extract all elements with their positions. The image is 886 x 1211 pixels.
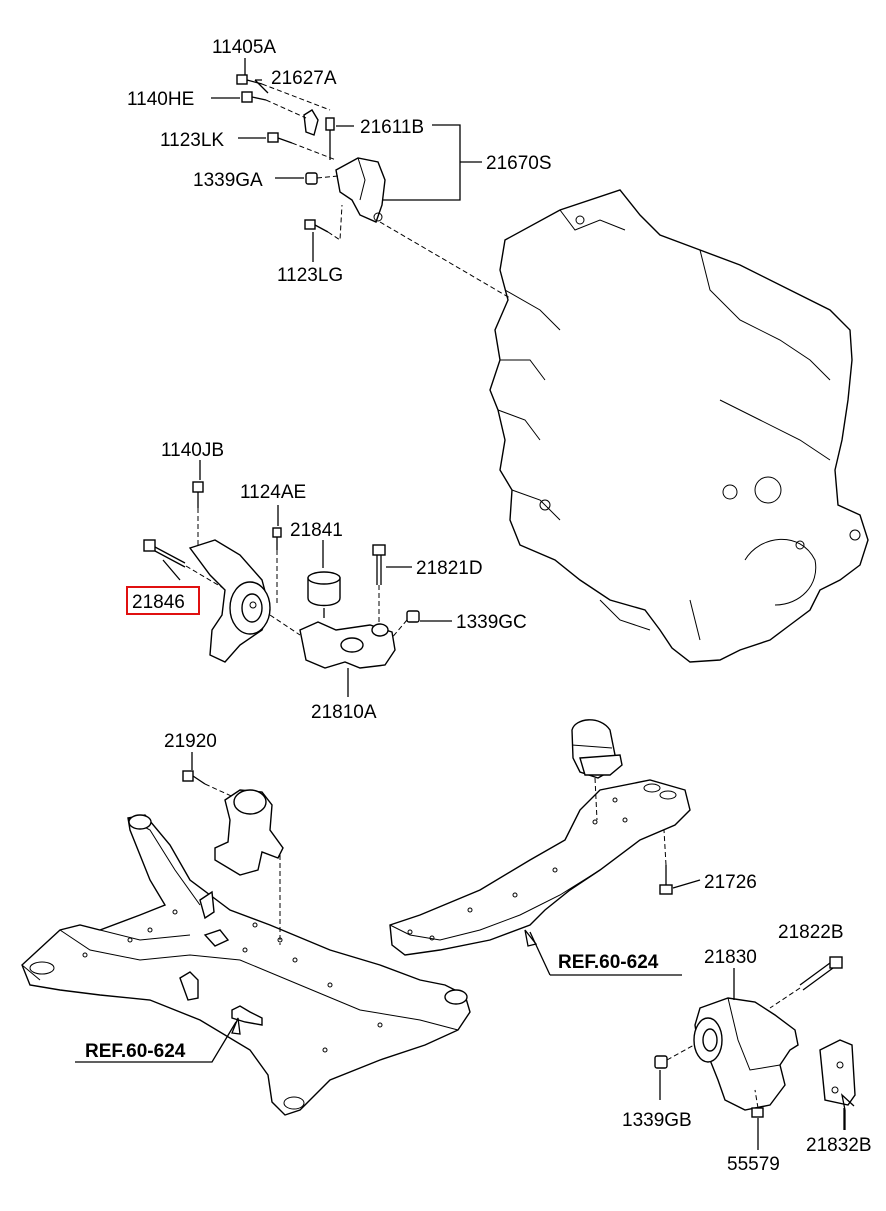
label-21822B[interactable]: 21822B — [778, 922, 844, 943]
engine-mount-assembly — [143, 481, 420, 669]
bolt-1140HE-drawing — [241, 91, 267, 103]
label-1339GB[interactable]: 1339GB — [622, 1110, 692, 1131]
clip-21627A-drawing — [303, 109, 319, 136]
label-21726[interactable]: 21726 — [704, 872, 757, 893]
label-ref-60-624-left[interactable]: REF.60-624 — [85, 1041, 186, 1062]
label-21611B[interactable]: 21611B — [360, 117, 424, 138]
label-55579[interactable]: 55579 — [727, 1154, 780, 1175]
stopper-21841-drawing — [307, 571, 341, 618]
bolt-11405A-drawing — [236, 74, 263, 85]
bolt-1123LK-drawing — [267, 132, 293, 144]
crossmember-drawing — [389, 719, 691, 956]
label-21846[interactable]: 21846 — [132, 592, 185, 613]
mount-21830-assembly — [654, 956, 856, 1118]
label-21841[interactable]: 21841 — [290, 520, 343, 541]
label-1123LG[interactable]: 1123LG — [277, 265, 343, 286]
label-21821D[interactable]: 21821D — [416, 558, 483, 579]
bracket-21670S-drawing — [335, 157, 386, 223]
plate-21832B-drawing — [819, 1039, 856, 1106]
nut-1339GA-drawing — [305, 172, 318, 185]
bolt-21846-drawing — [143, 539, 186, 568]
label-1339GA[interactable]: 1339GA — [193, 170, 263, 191]
nut-1339GC-drawing — [406, 610, 420, 623]
label-21670S[interactable]: 21670S — [486, 153, 552, 174]
label-1123LK[interactable]: 1123LK — [160, 130, 224, 151]
bolt-1123LG-drawing — [304, 219, 329, 233]
label-1140HE[interactable]: 1140HE — [127, 89, 194, 110]
stud-21611B-drawing — [325, 117, 335, 160]
bolt-21821D-drawing — [372, 544, 386, 585]
label-ref-60-624-right[interactable]: REF.60-624 — [558, 952, 659, 973]
leader-lines — [75, 58, 855, 1150]
label-21830[interactable]: 21830 — [704, 947, 757, 968]
mount-21920-assembly — [182, 770, 284, 945]
upper-mount-bracket-assembly — [236, 74, 511, 299]
bolt-1140JB-drawing — [192, 481, 204, 508]
bolt-1124AE-drawing — [272, 527, 282, 550]
label-1339GC[interactable]: 1339GC — [456, 612, 527, 633]
engine-block-drawing — [489, 189, 869, 663]
label-11405A[interactable]: 11405A — [212, 37, 276, 58]
highlight-box-21846 — [126, 586, 200, 615]
label-21832B[interactable]: 21832B — [806, 1135, 872, 1156]
label-21920[interactable]: 21920 — [164, 731, 217, 752]
label-21810A[interactable]: 21810A — [311, 702, 377, 723]
label-1124AE[interactable]: 1124AE — [240, 482, 306, 503]
subframe-drawing — [21, 814, 471, 1116]
label-21627A[interactable]: 21627A — [271, 68, 337, 89]
label-1140JB[interactable]: 1140JB — [161, 440, 224, 461]
part-labels: 11405A 21627A 1140HE 21611B 1123LK 21670… — [85, 37, 872, 1175]
